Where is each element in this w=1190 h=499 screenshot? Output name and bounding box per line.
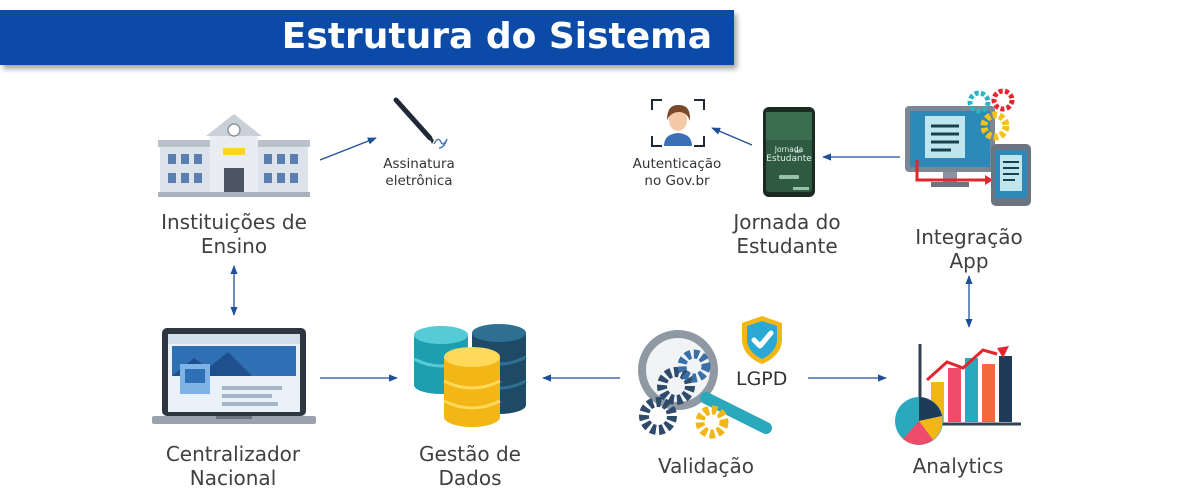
label-assinatura: Assinatura eletrônica bbox=[366, 156, 472, 190]
database-icon bbox=[413, 324, 527, 427]
laptop-icon bbox=[152, 328, 316, 424]
label-jornada-line2: Estudante bbox=[736, 234, 838, 258]
face-id-icon bbox=[651, 99, 705, 147]
label-centralizador: Centralizador Nacional bbox=[148, 442, 318, 490]
page-title: Estrutura do Sistema bbox=[281, 16, 712, 57]
label-validacao-line1: Validação bbox=[658, 454, 754, 478]
label-autenticacao: Autenticação no Gov.br bbox=[622, 156, 732, 190]
label-gestao: Gestão de Dados bbox=[396, 442, 544, 490]
label-autenticacao-line1: Autenticação bbox=[632, 156, 722, 172]
computer-integration-icon bbox=[905, 88, 1031, 206]
pen-signature-icon bbox=[393, 97, 448, 149]
label-autenticacao-line2: no Gov.br bbox=[644, 173, 710, 189]
label-instituicoes-line1: Instituições de bbox=[161, 210, 307, 234]
shield-check-icon bbox=[742, 316, 782, 364]
label-integracao: Integração App bbox=[889, 225, 1049, 273]
magnifier-gears-icon bbox=[638, 330, 772, 439]
title-banner: Estrutura do Sistema bbox=[0, 10, 734, 65]
label-validacao: Validação bbox=[628, 454, 784, 478]
label-assinatura-line1: Assinatura bbox=[383, 156, 455, 172]
label-analytics-line1: Analytics bbox=[912, 454, 1004, 478]
smartphone-app-icon: Jornada do Estudante bbox=[763, 107, 815, 197]
label-integracao-line2: App bbox=[949, 249, 989, 273]
phone-screen-line3: Estudante bbox=[766, 154, 812, 164]
label-lgpd: LGPD bbox=[736, 368, 788, 390]
label-jornada: Jornada do Estudante bbox=[712, 210, 862, 258]
phone-screen-line1: Jornada bbox=[774, 145, 803, 154]
label-assinatura-line2: eletrônica bbox=[385, 173, 453, 189]
label-instituicoes: Instituições de Ensino bbox=[148, 210, 320, 258]
arrow-instituicoes-to-assinatura bbox=[319, 137, 377, 161]
analytics-chart-icon bbox=[895, 344, 1021, 445]
arrow-jornada-to-autenticacao bbox=[711, 127, 753, 146]
phone-screen-line2: do bbox=[795, 149, 801, 155]
label-centralizador-line1: Centralizador bbox=[165, 442, 301, 466]
label-gestao-line2: Dados bbox=[438, 466, 502, 490]
school-building-icon bbox=[158, 114, 310, 197]
label-analytics: Analytics bbox=[886, 454, 1030, 478]
label-integracao-line1: Integração bbox=[915, 225, 1023, 249]
label-centralizador-line2: Nacional bbox=[189, 466, 277, 490]
label-gestao-line1: Gestão de bbox=[419, 442, 521, 466]
label-instituicoes-line2: Ensino bbox=[200, 234, 268, 258]
label-jornada-line1: Jornada do bbox=[733, 210, 841, 234]
